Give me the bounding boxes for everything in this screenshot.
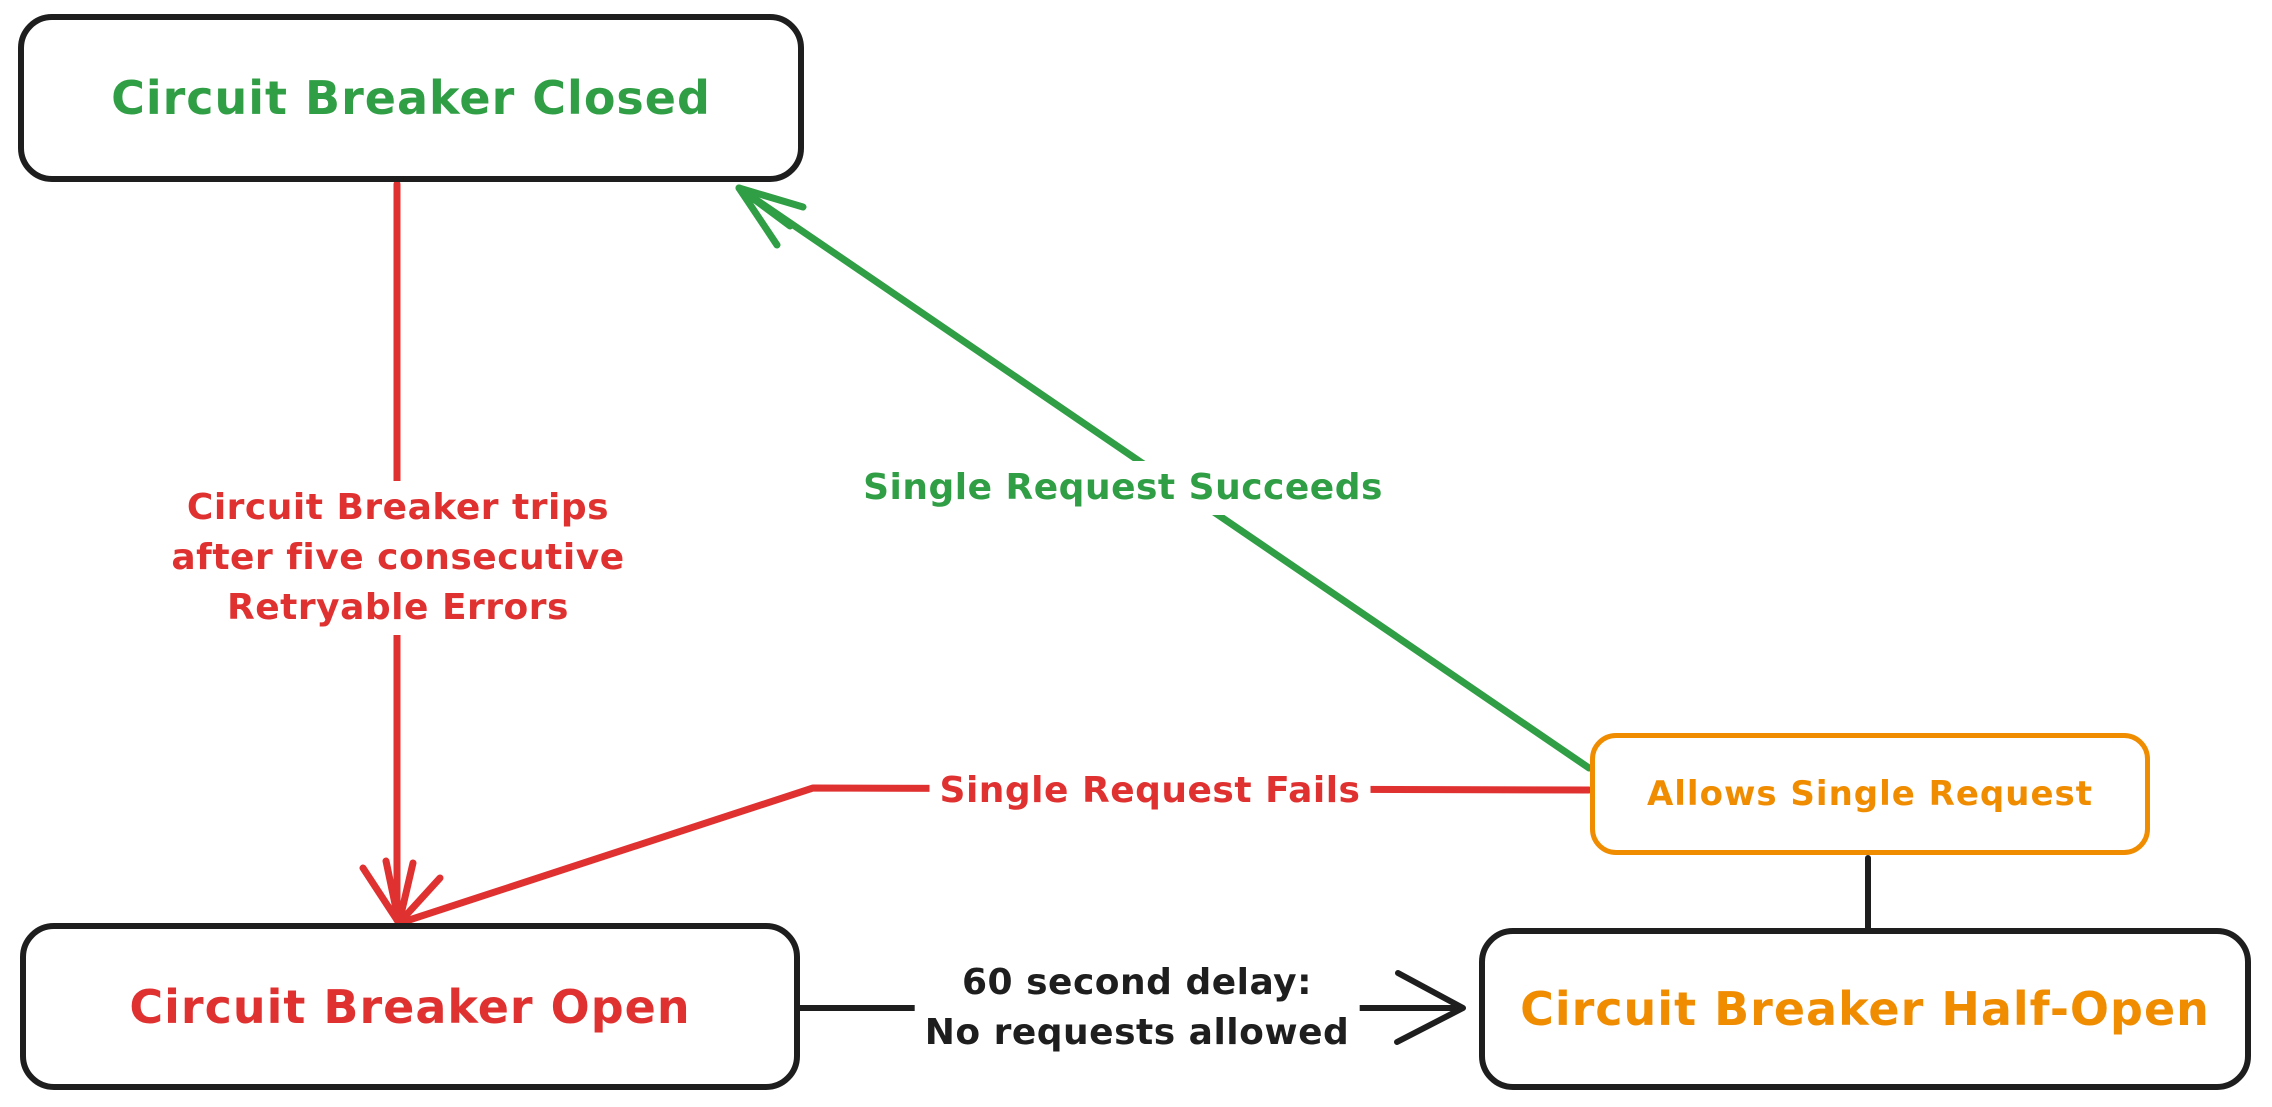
edge-label-delay: 60 second delay: No requests allowed (914, 956, 1360, 1060)
node-allows-single-request-label: Allows Single Request (1646, 774, 2094, 814)
edge-label-succeeds: Single Request Succeeds (853, 461, 1393, 515)
state-node-open-label: Circuit Breaker Open (129, 979, 691, 1034)
edge-delay-arrowhead (1394, 970, 1466, 1045)
edge-label-fails-text: Single Request Fails (939, 770, 1361, 811)
state-node-closed-label: Circuit Breaker Closed (111, 71, 711, 125)
state-node-half-open-label: Circuit Breaker Half-Open (1520, 982, 2210, 1036)
state-node-open: Circuit Breaker Open (20, 923, 800, 1090)
state-node-half-open: Circuit Breaker Half-Open (1479, 928, 2251, 1090)
edge-label-delay-line1: 60 second delay: (961, 962, 1313, 1003)
state-node-closed: Circuit Breaker Closed (18, 14, 804, 182)
edge-red-arrowhead (359, 857, 444, 927)
edge-succeeds-arrowhead (735, 184, 807, 249)
edge-label-delay-line2: No requests allowed (924, 1012, 1350, 1053)
edge-label-fails: Single Request Fails (929, 764, 1371, 818)
edge-label-trips: Circuit Breaker trips after five consecu… (161, 481, 635, 635)
edge-label-succeeds-text: Single Request Succeeds (863, 467, 1383, 508)
edge-label-trips-line2: after five consecutive (171, 537, 625, 578)
node-allows-single-request: Allows Single Request (1590, 733, 2150, 855)
edge-label-trips-line1: Circuit Breaker trips (186, 487, 610, 528)
edge-label-trips-line3: Retryable Errors (227, 587, 569, 628)
